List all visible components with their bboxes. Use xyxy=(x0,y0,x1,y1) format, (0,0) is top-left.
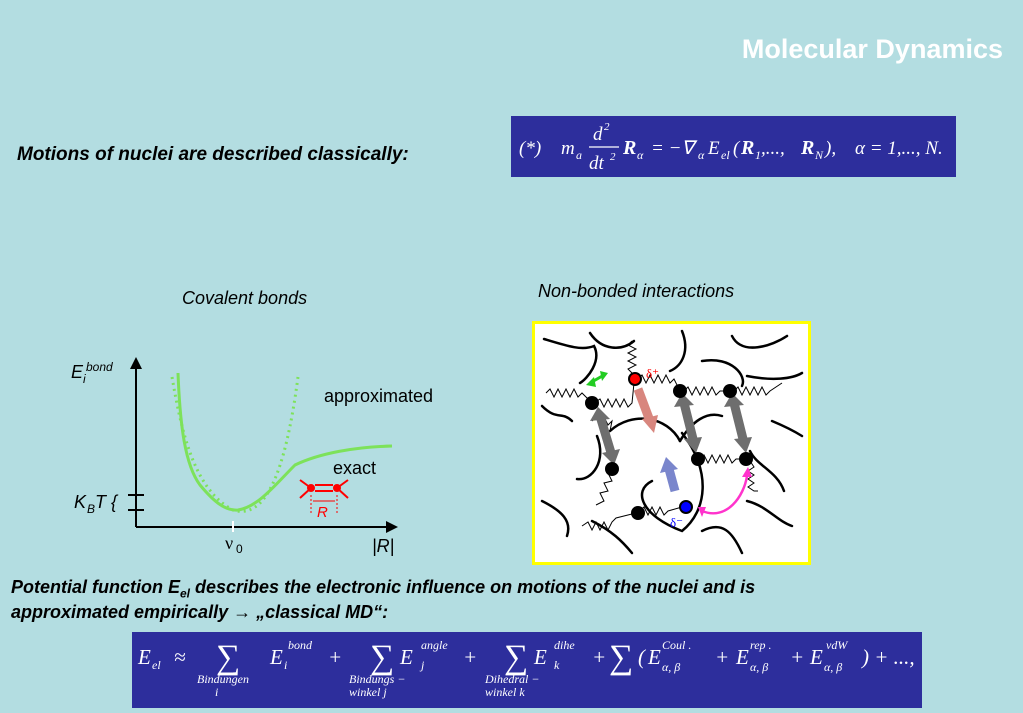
eq2-sum-2-sub-2: winkel j xyxy=(349,685,387,699)
potential-equation-box: E el ≈ ∑ Bindungen i E i bond + ∑ Bindun… xyxy=(132,632,922,708)
exact-label: exact xyxy=(333,458,376,478)
y-label-sup: bond xyxy=(86,360,113,374)
slide-title: Molecular Dynamics xyxy=(741,34,1003,64)
potential-text-1a: Potential function E xyxy=(11,577,180,597)
eq2-vdw-sub: α, β xyxy=(824,660,842,674)
eq1-nabla-sub: α xyxy=(698,148,705,162)
eq1-E: E xyxy=(707,138,720,159)
eq2-rep-sub: α, β xyxy=(750,660,768,674)
eq2-term2-sub: j xyxy=(419,658,425,672)
eq2-rep-E: E xyxy=(735,645,749,669)
springs xyxy=(545,340,783,532)
bond-R-label: R xyxy=(317,504,328,521)
eq2-term3-sup: dihe xyxy=(554,638,575,652)
nu0-label: ν xyxy=(225,533,233,553)
eq1-frac-num: d xyxy=(593,124,603,145)
potential-text-1-sub: el xyxy=(180,586,191,601)
eq2-plus-2: + xyxy=(463,645,477,669)
eq2-plus-1: + xyxy=(328,645,342,669)
eq2-vdw-E: E xyxy=(809,645,823,669)
atoms xyxy=(585,372,753,520)
potential-equation: E el ≈ ∑ Bindungen i E i bond + ∑ Bindun… xyxy=(137,638,915,699)
eq1-R1: R xyxy=(740,137,754,159)
eq1-RN: R xyxy=(800,137,814,159)
eq1-range: α = 1,..., N. xyxy=(855,138,943,159)
eq2-tail: ) + ..., xyxy=(861,645,915,669)
equation-of-motion-box: (*) m a d 2 dt 2 R α = −∇ α E el ( R 1 ,… xyxy=(511,116,956,177)
eq1-mass: m xyxy=(561,138,575,159)
eq1-RN-sub: N xyxy=(814,148,824,162)
eq2-E-sub: el xyxy=(152,658,161,672)
bond-potential-plot: E i bond K B T { ν 0 |R| approximated ex… xyxy=(71,357,433,556)
eq2-E: E xyxy=(137,645,151,669)
bond-glyph: R xyxy=(299,479,349,521)
eq1-frac-den: dt xyxy=(589,153,605,174)
eq2-term3: E xyxy=(533,645,547,669)
approximated-label: approximated xyxy=(324,386,433,406)
potential-text-line-1: Potential function Eel describes the ele… xyxy=(11,577,755,601)
eq1-args-close: ), xyxy=(824,138,836,159)
eq2-paren-open: ( xyxy=(638,645,647,669)
eq2-sum-3: ∑ xyxy=(504,639,528,676)
motions-statement: Motions of nuclei are described classica… xyxy=(17,144,409,165)
eq2-plus-4: + xyxy=(715,645,729,669)
negative-atom xyxy=(679,500,693,514)
eq2-sum-1-sub-1: Bindungen xyxy=(197,672,249,686)
nonbonded-illustration: δ⁺ δ⁻ xyxy=(532,321,811,565)
eq2-sum-3-sub-2: winkel k xyxy=(485,685,525,699)
y-label-sub: i xyxy=(83,372,86,386)
eq1-R-sub: α xyxy=(637,148,644,162)
eq2-coul-E: E xyxy=(647,645,661,669)
equation-of-motion: (*) m a d 2 dt 2 R α = −∇ α E el ( R 1 ,… xyxy=(519,121,943,174)
covalent-bonds-label: Covalent bonds xyxy=(182,288,308,308)
eq1-label: (*) xyxy=(519,138,541,159)
eq2-rep-sup: rep . xyxy=(750,638,772,652)
eq1-E-sub: el xyxy=(721,148,730,162)
delta-plus-label: δ⁺ xyxy=(646,366,659,381)
eq2-approx: ≈ xyxy=(174,645,186,669)
kbt-sub: B xyxy=(87,502,95,516)
nu0-sub: 0 xyxy=(236,542,243,556)
eq1-equals-nabla: = −∇ xyxy=(651,138,698,159)
positive-atom xyxy=(628,372,642,386)
eq2-term3-sub: k xyxy=(554,658,560,672)
eq2-vdw-sup: vdW xyxy=(826,638,848,652)
nonbonded-interactions-label: Non-bonded interactions xyxy=(538,281,735,301)
interaction-arrows xyxy=(586,371,752,517)
eq2-sum-2: ∑ xyxy=(370,639,394,676)
kbt-label: K xyxy=(74,492,87,512)
eq1-R: R xyxy=(622,137,636,159)
eq2-term1-sub: i xyxy=(284,658,287,672)
y-label: E xyxy=(71,362,84,382)
y-axis-arrow xyxy=(130,357,142,369)
eq1-mass-sub: a xyxy=(576,148,582,162)
eq2-plus-5: + xyxy=(790,645,804,669)
eq2-term1: E xyxy=(269,645,283,669)
eq2-coul-sup: Coul . xyxy=(662,638,691,652)
eq2-term2: E xyxy=(399,645,413,669)
eq2-sum-1: ∑ xyxy=(216,639,240,676)
eq2-sum-4: ∑ xyxy=(609,639,633,676)
exact-curve xyxy=(176,372,393,512)
eq1-dots: ,..., xyxy=(761,138,785,159)
eq1-R1-sub: 1 xyxy=(755,148,761,162)
potential-text-line-2: approximated empirically → „classical MD… xyxy=(11,602,389,622)
approximated-curve xyxy=(170,376,300,513)
eq2-sum-1-sub-2: i xyxy=(215,685,218,699)
potential-text-1b: describes the electronic influence on mo… xyxy=(190,577,756,597)
eq1-frac-den-sup: 2 xyxy=(610,151,616,163)
eq2-term1-sup: bond xyxy=(288,638,313,652)
x-axis-arrow xyxy=(386,521,398,533)
eq2-sum-2-sub-1: Bindungs − xyxy=(349,672,405,686)
eq2-coul-sub: α, β xyxy=(662,660,680,674)
kbt-rest: T { xyxy=(95,492,119,512)
eq1-frac-num-sup: 2 xyxy=(604,121,610,133)
eq2-sum-3-sub-1: Dihedral − xyxy=(484,672,539,686)
eq2-plus-3: + xyxy=(592,645,606,669)
eq2-term2-sup: angle xyxy=(421,638,448,652)
eq1-args-open: ( xyxy=(733,138,741,159)
delta-minus-label: δ⁻ xyxy=(670,515,683,530)
x-label: |R| xyxy=(372,536,394,556)
